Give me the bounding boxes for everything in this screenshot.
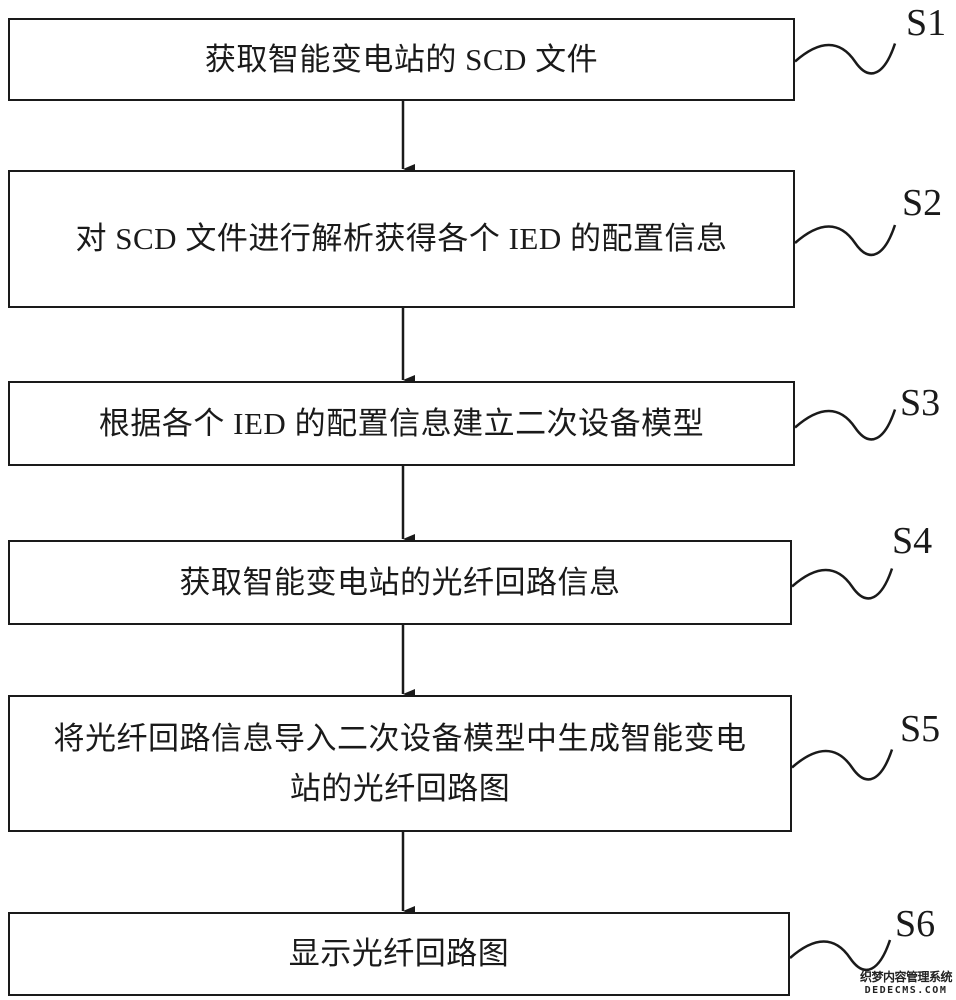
step-text-s3: 根据各个 IED 的配置信息建立二次设备模型: [98, 405, 705, 441]
step-label-s5: S5: [900, 708, 941, 750]
leader-line-s1: [794, 43, 897, 75]
leader-line-s2: [794, 224, 897, 257]
step-label-s2: S2: [902, 182, 943, 224]
leader-line-s6: [789, 939, 892, 972]
leader-line-s4: [791, 568, 894, 600]
watermark-line1: 织梦内容管理系统: [859, 970, 953, 984]
watermark-line2: DEDECMS.COM: [864, 985, 948, 996]
step-box-s4: 获取智能变电站的光纤回路信息: [8, 540, 792, 625]
watermark: 织梦内容管理系统 DEDECMS.COM: [859, 968, 953, 996]
step-box-s3: 根据各个 IED 的配置信息建立二次设备模型: [8, 381, 795, 466]
step-box-s5: 将光纤回路信息导入二次设备模型中生成智能变电站的光纤回路图: [8, 695, 792, 832]
step-label-s3: S3: [900, 382, 941, 424]
step-box-s1: 获取智能变电站的 SCD 文件: [8, 18, 795, 101]
step-box-s6: 显示光纤回路图: [8, 912, 790, 996]
step-box-s2: 对 SCD 文件进行解析获得各个 IED 的配置信息: [8, 170, 795, 308]
leader-line-s3: [794, 409, 897, 441]
step-text-s5: 将光纤回路信息导入二次设备模型中生成智能变电站的光纤回路图: [53, 720, 747, 806]
step-text-s2: 对 SCD 文件进行解析获得各个 IED 的配置信息: [75, 221, 728, 256]
step-text-s4: 获取智能变电站的光纤回路信息: [179, 564, 621, 600]
step-text-s1: 获取智能变电站的 SCD 文件: [204, 41, 599, 77]
step-text-s6: 显示光纤回路图: [288, 936, 510, 971]
leader-line-s5: [791, 749, 894, 781]
step-label-s4: S4: [892, 520, 933, 562]
step-label-s1: S1: [906, 2, 947, 44]
step-label-s6: S6: [895, 903, 936, 945]
